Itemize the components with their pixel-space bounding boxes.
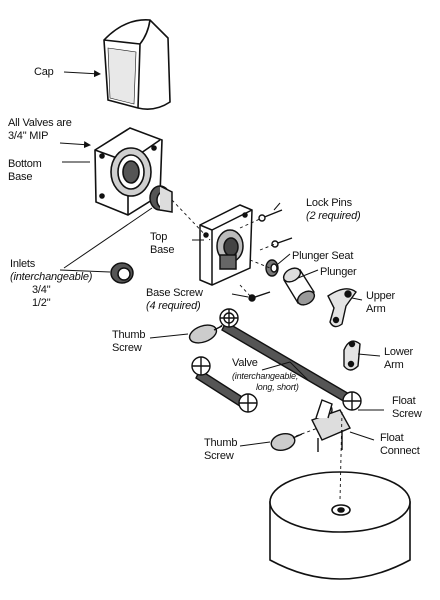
upper-arm-part [327,288,357,328]
cap-part [103,19,171,110]
label-plunger-seat: Plunger Seat [292,250,354,262]
label-bottom-base-line2: Base [8,171,33,183]
label-cap: Cap [34,66,54,78]
label-bottom-base-line1: Bottom [8,158,42,170]
plunger-part [282,267,316,306]
label-inlet-size-1: 3/4" [32,284,51,296]
label-thumb-screw-2-line1: Thumb [204,437,238,449]
inlet-small-part [110,262,134,284]
label-valve-note-line2: long, short) [256,382,299,392]
label-float-screw-line2: Screw [392,408,422,420]
label-float-connect-line1: Float [380,432,404,444]
label-inlet-size-2: 1/2" [32,297,51,309]
inlet-large-part [149,185,173,213]
label-lock-pins: Lock Pins [306,197,352,209]
label-upper-arm-line2: Arm [366,303,386,315]
label-inlets-note: (interchangeable) [10,271,93,283]
plunger-seat-part [265,259,279,277]
label-plunger: Plunger [320,266,357,278]
thumb-screw-1-part [188,324,223,344]
label-base-screw-note: (4 required) [146,300,201,312]
label-thumb-screw-1-line1: Thumb [112,329,146,341]
thumb-screw-2-part [270,432,303,452]
label-float-connect-line2: Connect [380,445,420,457]
label-float-screw-line1: Float [392,395,416,407]
valve-long-part [219,308,362,411]
label-valve-note-line1: (interchangeable, [232,371,299,381]
label-inlets: Inlets [10,258,36,270]
label-lock-pins-note: (2 required) [306,210,361,222]
assembly-guide-lines [171,199,343,501]
label-lower-arm-line2: Arm [384,359,404,371]
label-top-base-line2: Base [150,244,175,256]
label-valve: Valve [232,357,258,369]
label-all-valves-line1: All Valves are [8,117,72,129]
label-lower-arm-line1: Lower [384,346,413,358]
valve-short-part [191,356,258,413]
label-upper-arm-line1: Upper [366,290,395,302]
lock-pins-part [258,209,293,248]
base-screw-part [248,291,271,302]
lower-arm-part [343,340,361,371]
top-base-part [199,204,253,286]
leader-lines [59,70,384,447]
label-all-valves-line2: 3/4" MIP [8,130,49,142]
bottom-base-part [94,127,163,216]
label-thumb-screw-1-line2: Screw [112,342,142,354]
float-connect-part [311,399,351,452]
label-base-screw: Base Screw [146,287,203,299]
label-thumb-screw-2-line2: Screw [204,450,234,462]
float-part [269,471,411,580]
label-top-base-line1: Top [150,231,168,243]
